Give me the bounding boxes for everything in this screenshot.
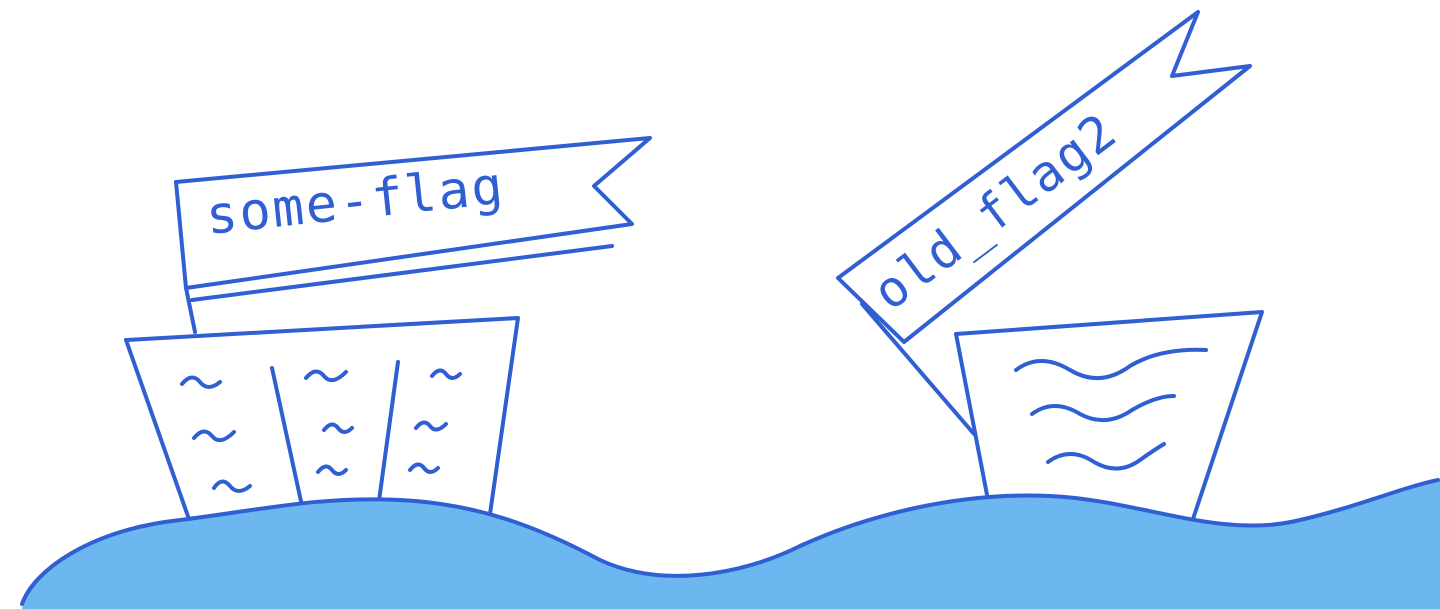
- left-flag-banner: [174, 136, 652, 290]
- left-ship-window: [316, 464, 348, 476]
- right-flag: old_flag2: [836, 10, 1252, 436]
- right-ship-wave-line: [1030, 394, 1176, 422]
- left-flag-label: some-flag: [203, 156, 507, 247]
- left-ship-divider-1: [270, 366, 304, 508]
- right-ship-hull: [954, 310, 1264, 524]
- right-flag-banner: [836, 10, 1252, 344]
- left-ship-window: [180, 375, 222, 389]
- sea-water: [22, 480, 1440, 609]
- left-ship-divider-2: [376, 360, 400, 510]
- left-ship-window: [414, 420, 448, 432]
- right-ship-wave-line: [1014, 347, 1208, 381]
- left-ship-window: [304, 369, 348, 383]
- left-ship-window: [322, 422, 354, 434]
- right-ship-wave-line: [1046, 442, 1166, 471]
- left-flag-lower-edge: [190, 244, 614, 302]
- right-flag-pole: [860, 302, 976, 436]
- left-ship-window: [212, 479, 252, 493]
- left-ship-window: [408, 462, 440, 474]
- sea: [20, 478, 1440, 609]
- left-ship-hull: [124, 316, 520, 530]
- left-flag-pole: [184, 286, 197, 334]
- left-ship-window: [430, 368, 462, 380]
- right-ship: [954, 310, 1264, 524]
- right-flag-label: old_flag2: [862, 101, 1128, 321]
- left-ship-window: [192, 429, 236, 443]
- left-ship: [124, 316, 520, 530]
- left-flag: some-flag: [174, 136, 652, 334]
- sea-outline: [20, 478, 1440, 606]
